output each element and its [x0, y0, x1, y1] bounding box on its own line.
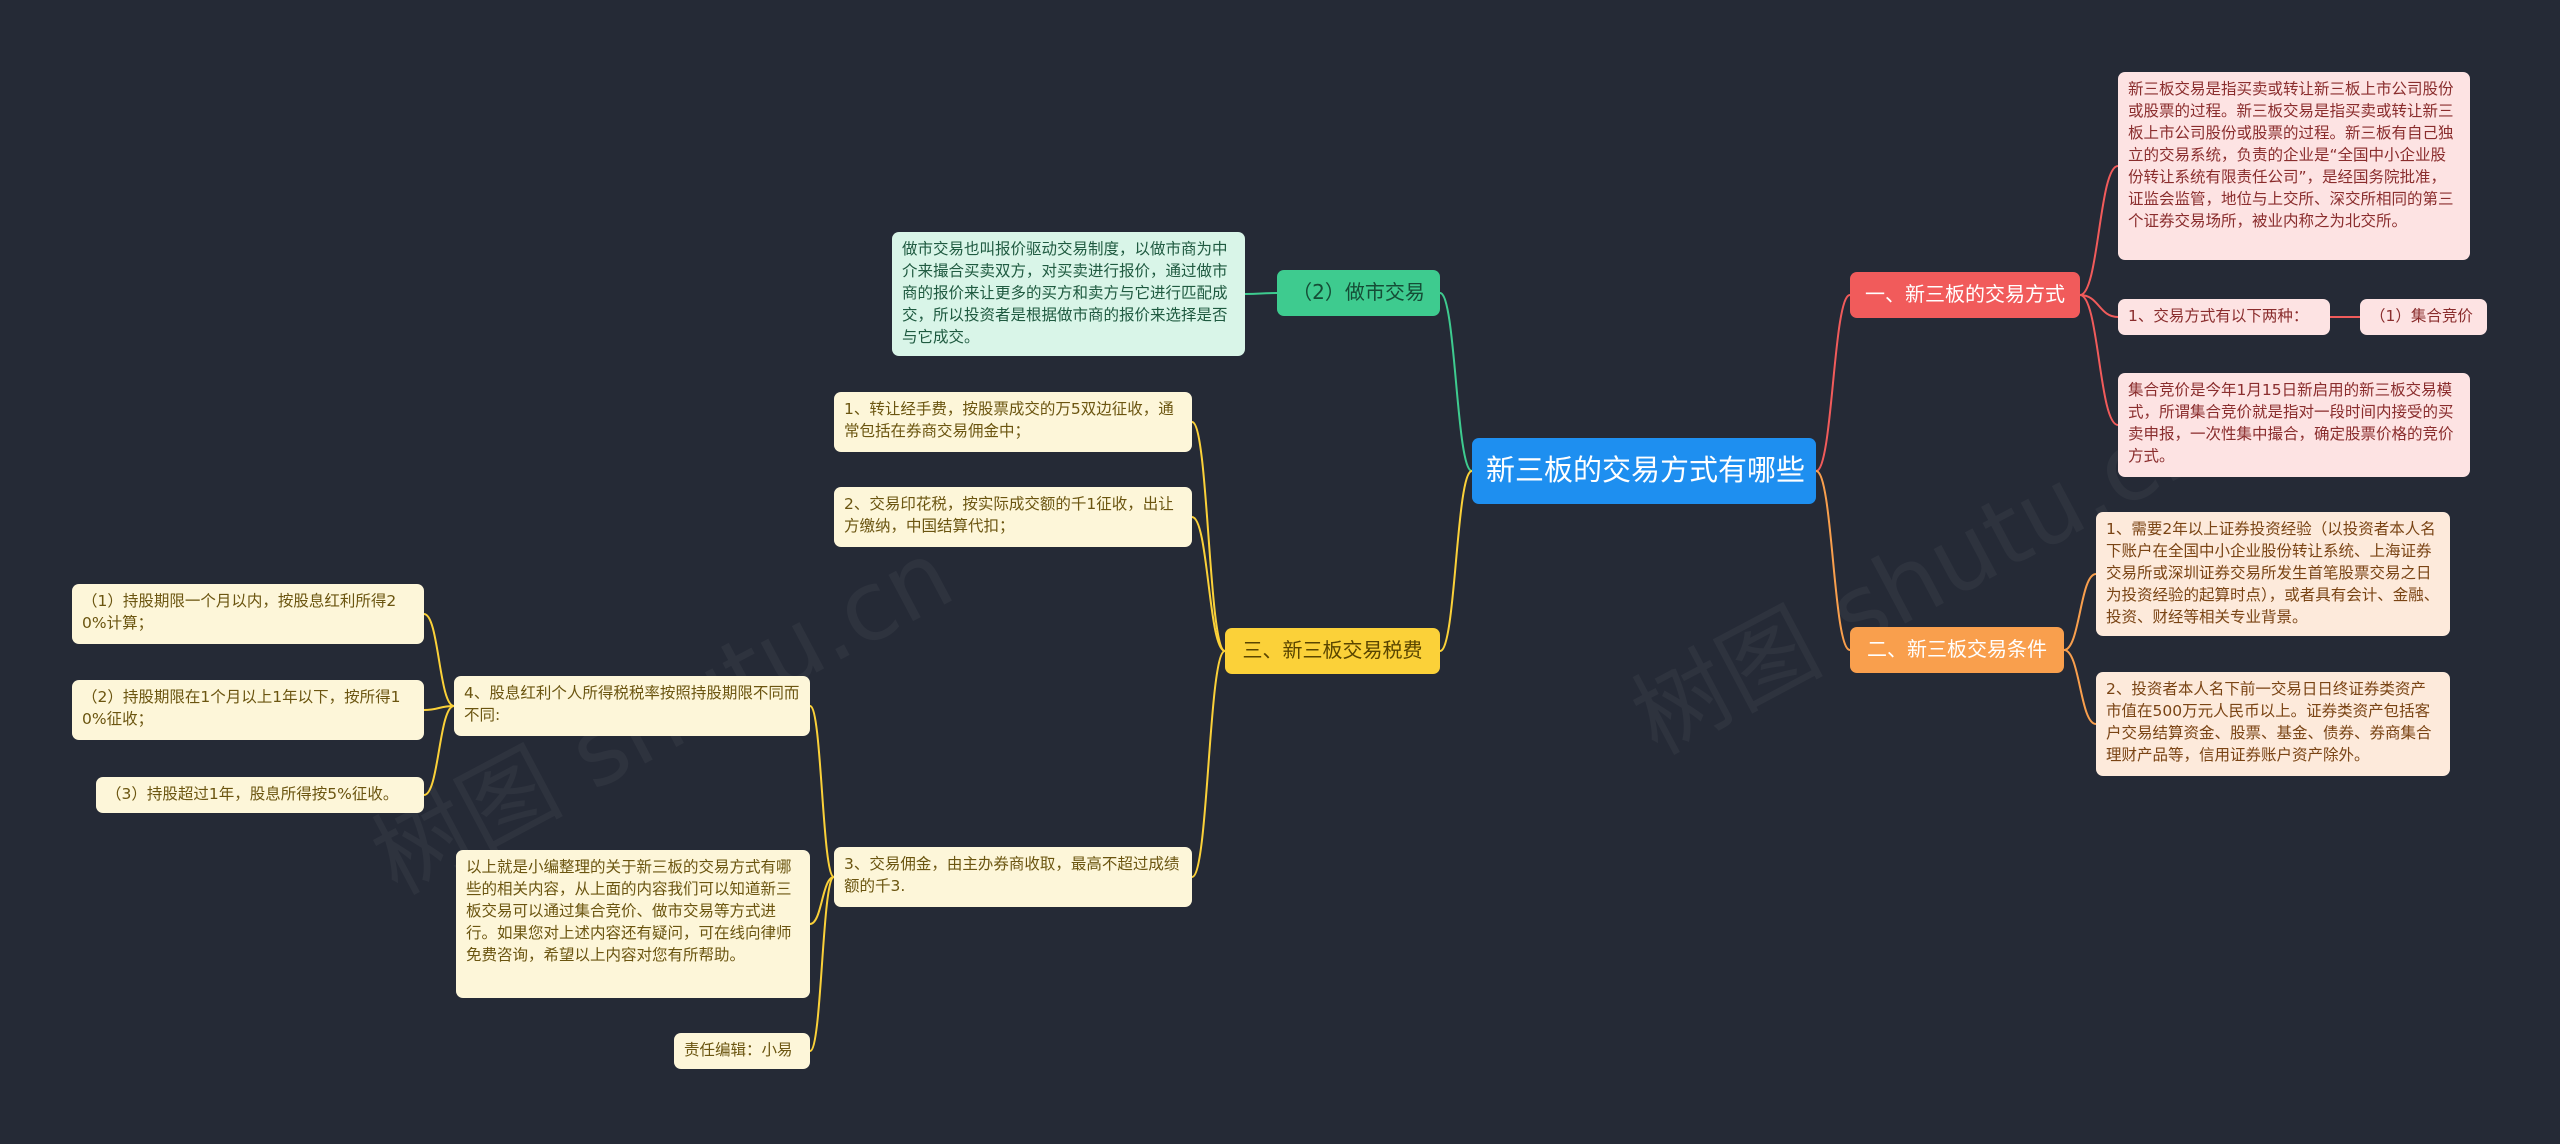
link-way-desc: [2079, 165, 2119, 296]
leaf-trading-definition[interactable]: 新三板交易是指买卖或转让新三板上市公司股份或股票的过程。新三板交易是指买卖或转让…: [2118, 72, 2470, 260]
leaf-two-methods[interactable]: 1、交易方式有以下两种：: [2118, 299, 2330, 335]
link-tax-4a: [423, 613, 455, 707]
link-cond-1: [2063, 573, 2097, 651]
link-tax-4: [809, 705, 835, 878]
link-center-way: [1815, 294, 1851, 472]
leaf-dividend-tax-under-1-month[interactable]: （1）持股期限一个月以内，按股息红利所得20%计算；: [72, 584, 424, 644]
leaf-fee-handling[interactable]: 1、转让经手费，按股票成交的万5双边征收，通常包括在券商交易佣金中；: [834, 392, 1192, 452]
central-topic[interactable]: 新三板的交易方式有哪些: [1472, 438, 1816, 504]
link-tax-4b: [423, 705, 455, 711]
branch-trading-fees[interactable]: 三、新三板交易税费: [1225, 628, 1440, 674]
leaf-dividend-tax[interactable]: 4、股息红利个人所得税税率按照持股期限不同而不同:: [454, 676, 810, 736]
leaf-fee-stamp-duty[interactable]: 2、交易印花税，按实际成交额的千1征收，出让方缴纳，中国结算代扣；: [834, 487, 1192, 547]
link-way-two: [2079, 294, 2119, 318]
leaf-condition-assets[interactable]: 2、投资者本人名下前一交易日日终证券类资产市值在500万元人民币以上。证券类资产…: [2096, 672, 2450, 776]
link-center-maker: [1439, 292, 1473, 472]
link-center-cond: [1815, 470, 1851, 651]
leaf-editor[interactable]: 责任编辑：小易: [674, 1033, 810, 1069]
branch-market-maker[interactable]: （2）做市交易: [1277, 270, 1440, 316]
link-tax-3: [1191, 650, 1226, 878]
leaf-summary[interactable]: 以上就是小编整理的关于新三板的交易方式有哪些的相关内容，从上面的内容我们可以知道…: [456, 850, 810, 998]
link-tax-1: [1191, 421, 1226, 652]
link-cond-2: [2063, 649, 2097, 725]
link-maker-desc: [1244, 292, 1278, 295]
branch-trading-methods[interactable]: 一、新三板的交易方式: [1850, 272, 2080, 318]
leaf-fee-commission[interactable]: 3、交易佣金，由主办券商收取，最高不超过成绩额的千3.: [834, 847, 1192, 907]
link-editor: [809, 876, 835, 1052]
link-summary: [809, 876, 835, 925]
link-tax-4c: [423, 705, 455, 796]
branch-trading-conditions[interactable]: 二、新三板交易条件: [1850, 627, 2064, 673]
leaf-market-maker-description[interactable]: 做市交易也叫报价驱动交易制度，以做市商为中介来撮合买卖双方，对买卖进行报价，通过…: [892, 232, 1245, 356]
leaf-call-auction[interactable]: （1）集合竞价: [2360, 299, 2487, 335]
leaf-dividend-tax-over-1-year[interactable]: （3）持股超过1年，股息所得按5%征收。: [96, 777, 424, 813]
leaf-call-auction-description[interactable]: 集合竞价是今年1月15日新启用的新三板交易模式，所谓集合竞价就是指对一段时间内接…: [2118, 373, 2470, 477]
link-center-tax: [1439, 470, 1473, 652]
leaf-condition-experience[interactable]: 1、需要2年以上证券投资经验（以投资者本人名下账户在全国中小企业股份转让系统、上…: [2096, 512, 2450, 636]
link-way-auction-desc: [2079, 294, 2119, 426]
link-tax-2: [1191, 516, 1226, 652]
leaf-dividend-tax-1-month-to-1-year[interactable]: （2）持股期限在1个月以上1年以下，按所得10%征收；: [72, 680, 424, 740]
